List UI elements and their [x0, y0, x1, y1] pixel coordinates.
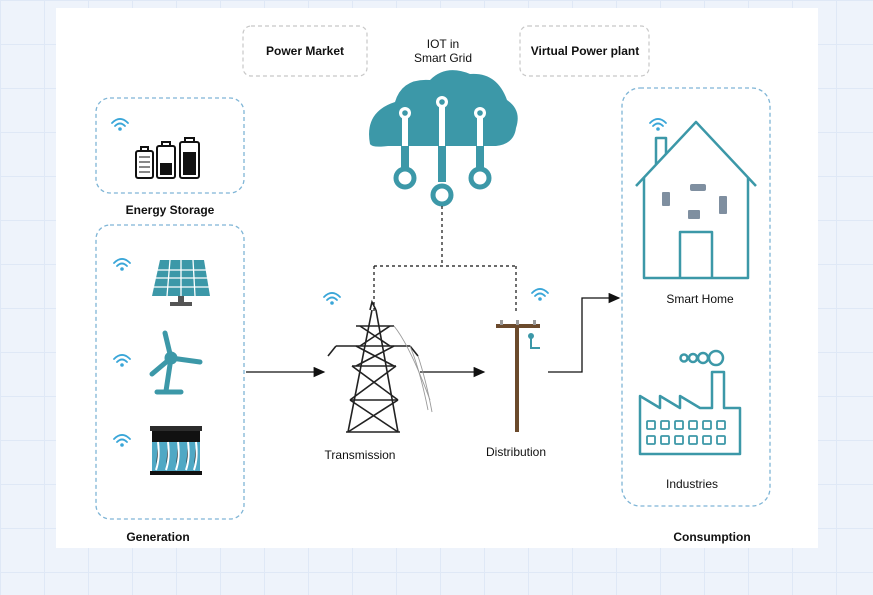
iot-label-line2: Smart Grid: [413, 51, 473, 65]
wifi-icon: [113, 258, 131, 272]
generation-box: [95, 224, 245, 520]
iot-label-line1: IOT in: [426, 37, 460, 51]
iot-connector-lines: [373, 206, 517, 312]
virtual-power-plant-box: [519, 25, 650, 77]
factory-windows: [646, 420, 726, 445]
smart-home-label: Smart Home: [666, 292, 734, 306]
smart-home-icon: [635, 120, 757, 280]
wifi-icon: [111, 118, 129, 132]
virtual-power-plant-label: Virtual Power plant: [530, 44, 640, 58]
smart-device-icon: [662, 184, 727, 219]
wifi-icon: [113, 434, 131, 448]
utility-pole-icon: [496, 320, 540, 432]
solar-panel-icon: [152, 259, 210, 306]
energy-storage-box: [95, 97, 245, 194]
consumption-label: Consumption: [673, 530, 751, 544]
transmission-tower-icon: [327, 299, 419, 433]
distribution-label: Distribution: [485, 445, 547, 459]
wifi-icon: [531, 288, 549, 302]
generation-label: Generation: [126, 530, 190, 544]
wind-turbine-icon: [149, 330, 203, 395]
flow-arrows: [246, 292, 621, 378]
wifi-icon: [113, 354, 131, 368]
consumption-box: [621, 87, 771, 507]
hydro-dam-icon: [150, 426, 202, 475]
industries-label: Industries: [665, 477, 719, 491]
battery-icon: [135, 137, 200, 179]
transmission-label: Transmission: [324, 448, 396, 462]
power-market-label: Power Market: [265, 44, 345, 58]
energy-storage-label: Energy Storage: [125, 203, 215, 217]
power-lines: [393, 325, 433, 413]
iot-cloud-icon: [369, 70, 518, 207]
power-market-box: [242, 25, 368, 77]
wifi-icon: [323, 292, 341, 306]
wifi-icon: [649, 118, 667, 132]
factory-icon: [638, 349, 742, 456]
